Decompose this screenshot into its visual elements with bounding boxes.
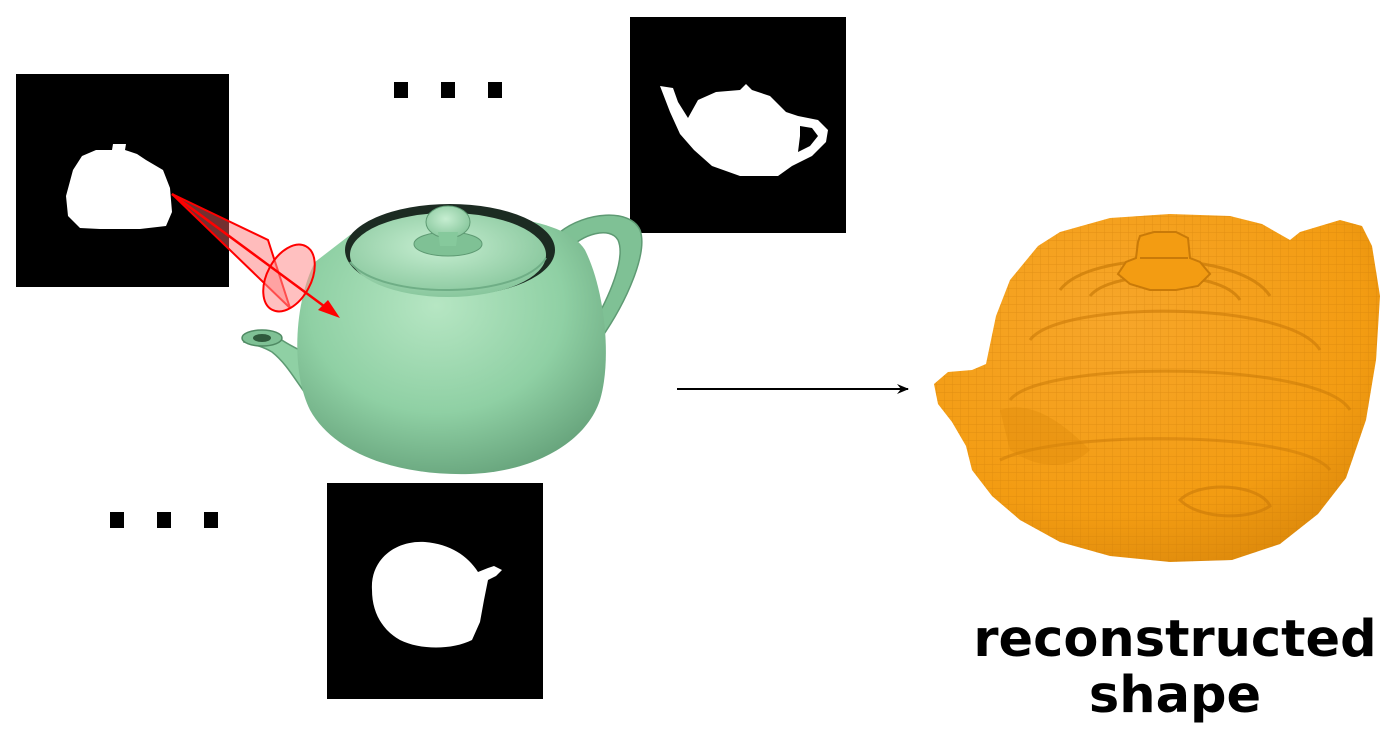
silhouette-view-top [327,483,543,699]
teapot-silhouette-front [66,144,172,229]
ellipsis-bottom [110,512,218,528]
ellipsis-top [394,82,502,98]
voxel-knob [1116,231,1212,291]
caption-reconstructed-shape: reconstructed shape [973,610,1377,725]
view-cone-icon [171,192,340,318]
teapot-silhouette-top [371,541,502,648]
silhouette-view-side [630,17,846,233]
teapot-silhouette-side [660,84,828,176]
silhouette-view-front [16,74,229,287]
teapot-icon [241,204,643,475]
voxel-teapot-icon [934,214,1380,562]
